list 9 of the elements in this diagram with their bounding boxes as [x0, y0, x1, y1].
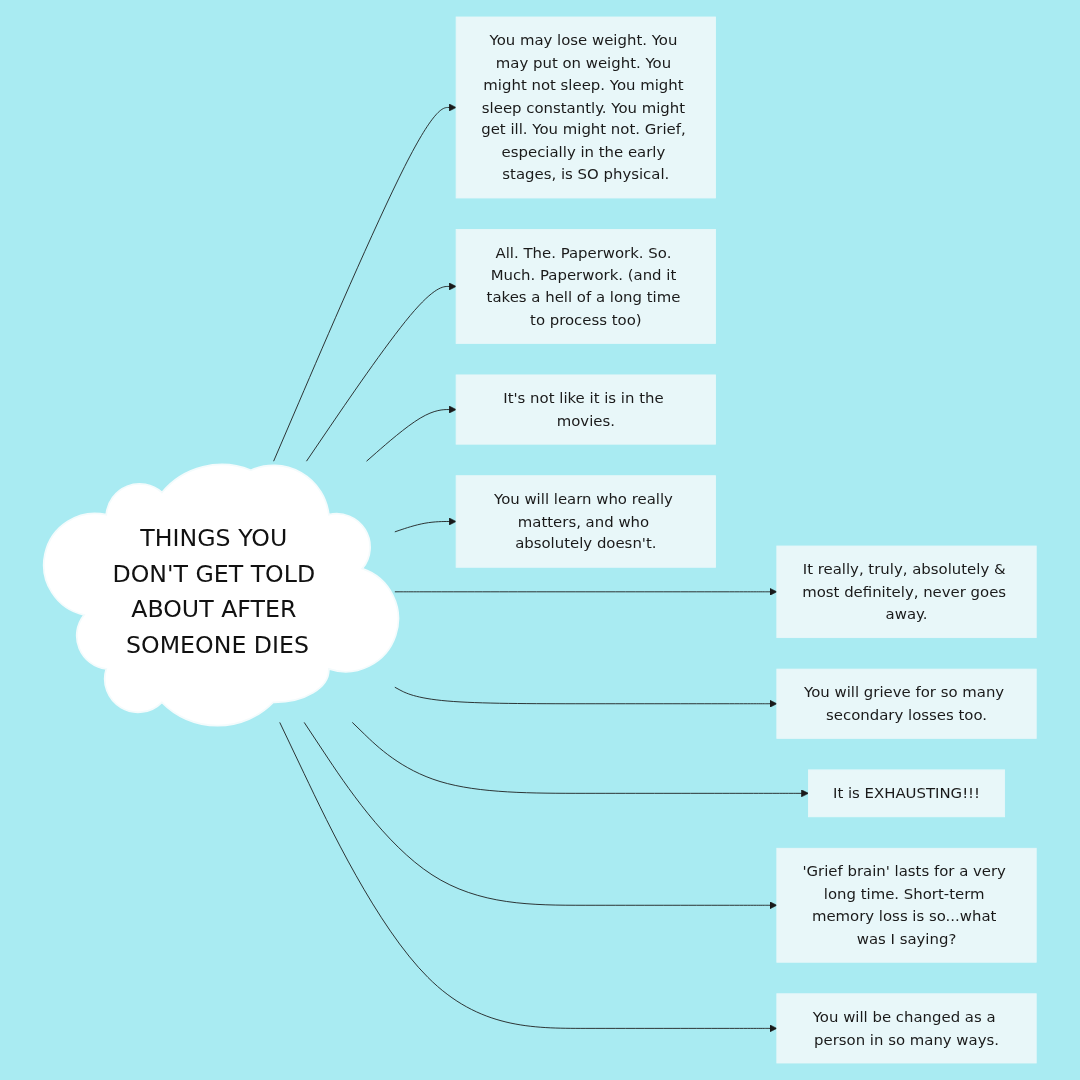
node-box: 'Grief brain' lasts for a very long time. Short-term memory loss is so...what was I saying? — [776, 847, 1037, 963]
node-box: It is EXHAUSTING!!! — [808, 769, 1006, 818]
node-box: You will be changed as a person in so many ways. — [776, 993, 1037, 1064]
node-box: It really, truly, absolutely & most definitely, never goes away. — [776, 545, 1037, 639]
node-box: All. The. Paperwork. So. Much. Paperwork. (and it takes a hell of a long time to process too) — [455, 229, 716, 344]
node-box: You will grieve for so many secondary losses too. — [776, 668, 1037, 739]
node-box: It's not like it is in the movies. — [455, 374, 716, 445]
node-box: You may lose weight. You may put on weight. You might not sleep. You might sleep constantly. You might get ill. You might not. Grief, especially in the early stages, is SO physical. — [455, 16, 716, 199]
node-box: You will learn who really matters, and who absolutely doesn't. — [455, 475, 716, 568]
